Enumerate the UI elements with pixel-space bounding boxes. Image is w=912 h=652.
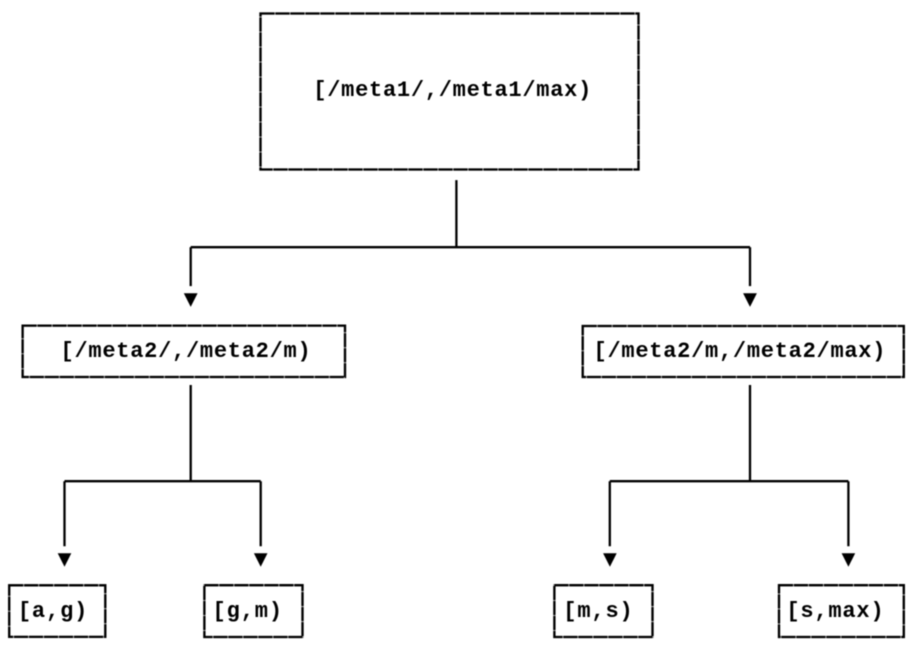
svg-text:[/meta2/,/meta2/m): [/meta2/,/meta2/m) bbox=[61, 339, 311, 364]
svg-text:[a,g): [a,g) bbox=[18, 599, 88, 624]
svg-text:[m,s): [m,s) bbox=[563, 599, 633, 624]
svg-text:[s,max): [s,max) bbox=[786, 599, 883, 624]
svg-text:[/meta2/m,/meta2/max): [/meta2/m,/meta2/max) bbox=[594, 339, 886, 364]
svg-text:[/meta1/,/meta1/max): [/meta1/,/meta1/max) bbox=[313, 78, 591, 103]
svg-text:[g,m): [g,m) bbox=[213, 599, 282, 624]
